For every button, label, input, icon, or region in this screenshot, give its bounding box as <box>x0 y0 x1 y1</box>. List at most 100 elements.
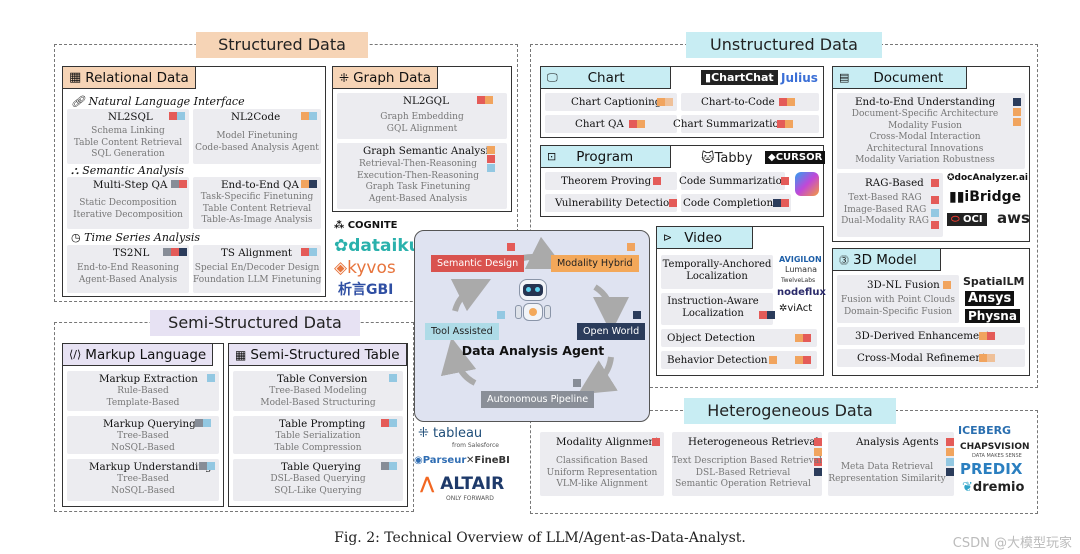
semi-structured-title: Semi-Structured Data <box>150 310 360 336</box>
nli-heading: 🔗︎ Natural Language Interface <box>71 95 245 108</box>
tableau-logo: ⁜ tableau <box>418 426 483 441</box>
relational-data-box: ▦ Relational Data 🔗︎ Natural Language In… <box>62 66 326 297</box>
analysis-agents-label: Analysis Agents <box>856 436 939 448</box>
document-header: ▤ Document <box>833 67 967 89</box>
program-header: ⊡ Program <box>541 146 671 168</box>
heterogeneous-retrieval-label: Heterogeneous Retrieval <box>688 436 819 448</box>
julius-logo: Julius <box>781 71 818 85</box>
markup-querying-label: Markup Querying <box>103 418 196 430</box>
tool-assisted-pill: Tool Assisted <box>425 323 499 340</box>
avigilon-logo: AVIGILON <box>779 255 822 264</box>
relational-data-label: Relational Data <box>85 69 189 86</box>
viact-logo: ✲viAct <box>779 303 813 314</box>
multistep-qa-label: Multi-Step QA <box>93 179 168 191</box>
dataiku-logo: ✿dataiku <box>334 236 421 256</box>
markup-language-box: ⟨/⟩ Markup Language Markup Extraction Ru… <box>62 343 224 507</box>
chart-box: 🖵︎ Chart ▮ChartChat Julius Chart Caption… <box>540 66 824 138</box>
semi-structured-table-box: ▦ Semi-Structured Table Table Conversion… <box>228 343 408 507</box>
document-box: ▤ Document End-to-End Understanding Docu… <box>832 66 1030 242</box>
cross-modal-refinement: Cross-Modal Refinement <box>857 352 987 364</box>
instruction-aware: Instruction-Aware Localization <box>667 296 759 319</box>
unstructured-data-title: Unstructured Data <box>686 32 882 58</box>
monitor-icon: 🖵︎ <box>547 70 558 84</box>
relational-data-header: ▦ Relational Data <box>63 67 196 89</box>
parseur-logo: ◉Parseur <box>414 455 467 466</box>
ibridge-logo: ▮▮iBridge <box>949 189 1022 205</box>
ts-alignment-label: TS Alignment <box>221 247 293 259</box>
document-icon: ▤ <box>839 71 850 84</box>
3d-icon: ⓷ <box>839 256 849 267</box>
oci-logo: ⬭ OCI <box>947 213 987 226</box>
chapsvision-tagline: DATA MAKES SENSE <box>972 453 1022 459</box>
chart-to-code: Chart-to-Code <box>701 96 775 108</box>
modality-hybrid-pill: Modality Hybrid <box>551 255 639 272</box>
3d-nl-fusion: 3D-NL Fusion <box>867 279 940 291</box>
finebi-logo: ✕FineBI <box>466 455 510 466</box>
video-header: ⊳ Video <box>657 227 753 249</box>
play-icon: ⊳ <box>663 231 673 244</box>
graph-data-header: ⁜ Graph Data <box>333 67 438 89</box>
nodeflux-logo: nodeflux <box>777 287 826 298</box>
video-box: ⊳ Video Temporally-Anchored Localization… <box>656 226 826 376</box>
table-prompting-label: Table Prompting <box>279 418 366 430</box>
heterogeneous-title: Heterogeneous Data <box>684 398 896 424</box>
3d-model-box: ⓷ 3D Model 3D-NL Fusion Fusion with Poin… <box>832 248 1030 376</box>
tableau-salesforce-note: from Salesforce <box>452 442 499 449</box>
ansys-logo: Ansys <box>965 291 1015 306</box>
chart-captioning: Chart Captioning <box>571 96 662 108</box>
figure-caption: Fig. 2: Technical Overview of LLM/Agent-… <box>334 530 746 546</box>
code-icon: ⟨/⟩ <box>69 348 82 361</box>
iceberg-logo: ICEBERG <box>958 424 1012 437</box>
modality-alignment-label: Modality Alignment <box>556 436 660 448</box>
watermark: CSDN @大模型玩家 <box>952 536 1072 551</box>
cognite-logo: ⁂ COGNITE <box>334 220 398 231</box>
markup-header: ⟨/⟩ Markup Language <box>63 344 214 366</box>
data-analysis-agent-hub: Semantic Design Modality Hybrid Tool Ass… <box>414 230 650 422</box>
kyvos-logo: ◈kyvos <box>334 258 396 278</box>
markup-understanding-label: Markup Understanding <box>89 461 212 473</box>
markup-extraction-label: Markup Extraction <box>99 373 198 385</box>
link-icon: 🔗︎ <box>71 95 85 108</box>
docanalyzer-logo: ✪docAnalyzer.ai <box>947 173 1028 183</box>
nl2code-label: NL2Code <box>231 111 281 123</box>
table-querying-label: Table Querying <box>281 461 361 473</box>
altair-tagline: ONLY FORWARD <box>446 495 494 502</box>
chart-qa: Chart QA <box>575 118 624 130</box>
dremio-logo: ❦dremio <box>962 480 1025 495</box>
terminal-icon: ⊡ <box>547 150 557 163</box>
physna-logo: Physna <box>965 309 1020 323</box>
time-series-heading: ◷ Time Series Analysis <box>71 231 201 244</box>
spatiallm-logo: SpatialLM <box>963 275 1025 288</box>
nl2sql-label: NL2SQL <box>108 111 153 123</box>
object-detection: Object Detection <box>667 332 756 344</box>
open-world-pill: Open World <box>577 323 646 340</box>
code-completion: Code Completion <box>683 197 774 209</box>
hub-title: Data Analysis Agent <box>461 343 605 358</box>
lumana-logo: Lumana <box>785 265 818 274</box>
aws-logo: aws <box>997 209 1030 227</box>
semantic-analysis-heading: ⛬ Semantic Analysis <box>71 164 185 177</box>
autonomous-pipeline-pill: Autonomous Pipeline <box>481 391 595 408</box>
robot-icon <box>513 279 553 327</box>
table-conversion-label: Table Conversion <box>277 373 368 385</box>
program-box: ⊡ Program 🐱︎Tabby ◆CURSOR Theorem Provin… <box>540 145 826 217</box>
3d-derived-enhancement: 3D-Derived Enhancement <box>855 330 990 342</box>
twelvelabs-logo: TwelveLabs <box>781 277 816 284</box>
xiyan-gbi-logo: 析言GBI <box>338 282 394 298</box>
tabby-logo: 🐱︎Tabby <box>701 151 753 166</box>
copilot-icon <box>795 172 819 196</box>
chart-header: 🖵︎ Chart <box>541 67 671 89</box>
gsa-label: Graph Semantic Analysis <box>363 145 495 157</box>
